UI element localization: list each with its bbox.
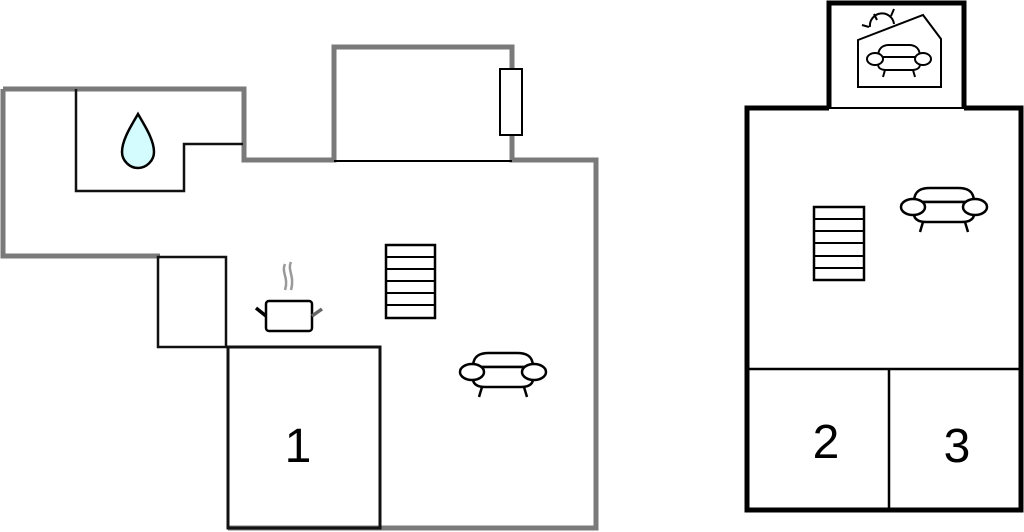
cooking-pot-icon bbox=[254, 261, 324, 333]
ground-floor-plan: 1 bbox=[0, 44, 599, 531]
ground-floor-outer-wall-left bbox=[0, 89, 160, 259]
window-icon bbox=[499, 68, 523, 136]
room-2-label: 2 bbox=[813, 416, 840, 469]
room-1-wall bbox=[226, 345, 382, 530]
staircase-icon bbox=[812, 205, 866, 282]
staircase-icon bbox=[384, 243, 437, 320]
ground-floor-outer-wall bbox=[3, 44, 599, 531]
room-1-label: 1 bbox=[285, 420, 312, 473]
water-drop-icon bbox=[120, 111, 156, 170]
bathroom-wall bbox=[74, 89, 243, 193]
armchair-icon bbox=[899, 186, 989, 233]
upper-floor-plan: 2 3 bbox=[744, 0, 1024, 513]
room-3-label: 3 bbox=[944, 420, 971, 473]
upper-floor-outer-wall bbox=[744, 105, 1024, 513]
conservatory-wall bbox=[826, 0, 967, 108]
conservatory-icon bbox=[857, 8, 942, 88]
armchair-icon bbox=[458, 351, 548, 398]
closet-wall bbox=[156, 255, 228, 349]
